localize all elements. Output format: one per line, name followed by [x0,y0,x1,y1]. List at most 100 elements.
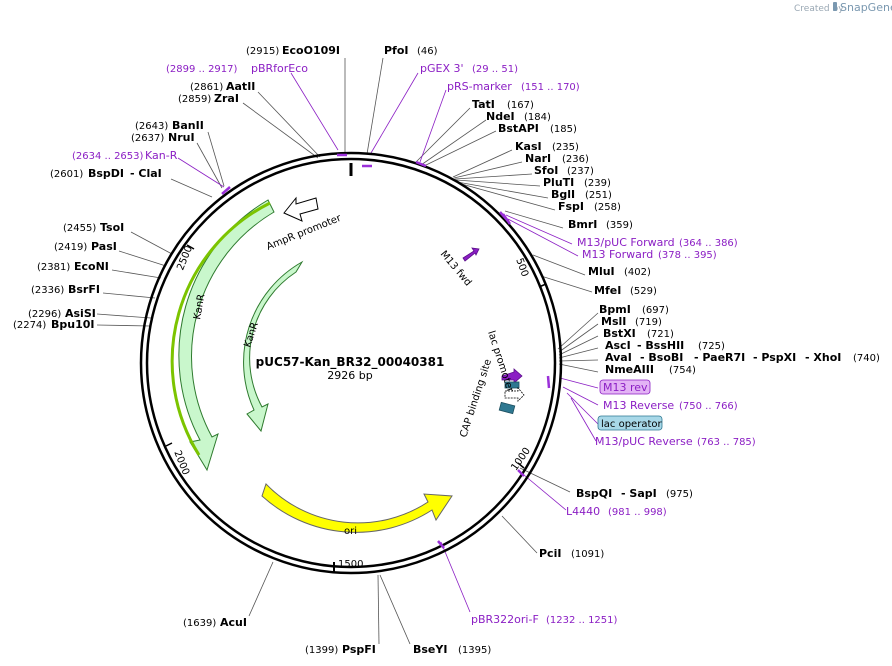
svg-text:BglI: BglI [551,188,575,201]
svg-text:M13/pUC Reverse: M13/pUC Reverse [595,435,693,448]
enzyme-bsrfi[interactable]: (2336) BsrFI [31,283,100,296]
svg-text:(2296): (2296) [28,309,61,320]
enzyme-bspqi-sapi[interactable]: BspQI - SapI (975) [576,487,693,500]
svg-text:MfeI: MfeI [594,284,621,297]
primer-pbr322ori-f[interactable]: pBR322ori-F (1232 .. 1251) [471,613,618,626]
enzyme-mlui[interactable]: MluI (402) [588,265,651,278]
enzyme-pspfi[interactable]: (1399) PspFI [305,643,376,656]
enzyme-avai-xhoi[interactable]: AvaI - BsoBI - PaeR7I - PspXI - XhoI (74… [605,351,880,364]
enzyme-pasi[interactable]: (2419) PasI [54,240,117,253]
lac-operator-badge[interactable]: lac operator [597,415,662,431]
kanr-inner-label: KanR [242,321,260,349]
primer-m13-puc-forward[interactable]: M13/pUC Forward (364 .. 386) [577,236,738,249]
enzyme-leader-lines [96,57,599,645]
svg-text:(251): (251) [585,190,612,201]
enzyme-msli[interactable]: MslI (719) [601,315,662,328]
primer-m13-rev-badge[interactable]: M13 rev [599,379,651,395]
m13-fwd-feature[interactable]: M13 fwd [438,247,480,288]
svg-text:(1395): (1395) [458,645,491,656]
primer-pbrforeco[interactable]: (2899 .. 2917) pBRforEco [166,62,308,75]
enzyme-asci-bsshii[interactable]: AscI - BssHII (725) [605,339,725,352]
svg-text:(236): (236) [562,154,589,165]
primer-pgex3[interactable]: pGEX 3' (29 .. 51) [420,62,518,75]
svg-text:(1639): (1639) [183,618,216,629]
enzyme-aatii[interactable]: (2861) AatII [190,80,255,93]
svg-text:(719): (719) [635,317,662,328]
enzyme-asisi[interactable]: (2296) AsiSI [28,307,96,320]
svg-text:PciI: PciI [539,547,561,560]
svg-text:M13 Forward: M13 Forward [582,248,653,261]
enzyme-banii[interactable]: (2643) BanII [135,119,204,132]
enzyme-ndei[interactable]: NdeI (184) [486,110,551,123]
enzyme-kasi[interactable]: KasI (235) [515,140,579,153]
svg-text:(754): (754) [669,365,696,376]
enzyme-acui[interactable]: (1639) AcuI [183,616,247,629]
kanr-outer-label: KanR [192,293,207,320]
enzyme-nmeaiii[interactable]: NmeAIII (754) [605,363,696,376]
primer-m13-reverse[interactable]: M13 Reverse (750 .. 766) [603,399,738,412]
enzyme-bpmi[interactable]: BpmI (697) [599,303,669,316]
svg-text:(2859): (2859) [178,94,211,105]
svg-text:- XhoI: - XhoI [805,351,841,364]
plasmid-length: 2926 bp [327,369,372,382]
svg-text:(364 .. 386): (364 .. 386) [679,238,738,249]
svg-text:(2899 .. 2917): (2899 .. 2917) [166,64,238,75]
svg-text:SfoI: SfoI [534,164,558,177]
svg-text:(2915): (2915) [246,46,279,57]
enzyme-pcii[interactable]: PciI (1091) [539,547,604,560]
svg-text:EcoO109I: EcoO109I [282,44,340,57]
enzyme-fspi[interactable]: FspI (258) [558,200,621,213]
enzyme-nari[interactable]: NarI (236) [525,152,589,165]
enzyme-tsoi[interactable]: (2455) TsoI [63,221,124,234]
ampr-promoter-feature[interactable]: AmpR promoter [265,196,344,253]
svg-text:(2861): (2861) [190,82,223,93]
enzyme-bgli[interactable]: BglI (251) [551,188,612,201]
svg-text:(697): (697) [642,305,669,316]
svg-text:AsiSI: AsiSI [65,307,96,320]
enzyme-sfoi[interactable]: SfoI (237) [534,164,594,177]
svg-text:ZraI: ZraI [214,92,239,105]
enzyme-bseyi[interactable]: BseYI (1395) [413,643,491,656]
svg-text:TatI: TatI [472,98,495,111]
enzyme-bpu10i[interactable]: (2274) Bpu10I [13,318,95,331]
svg-text:AvaI: AvaI [605,351,632,364]
primer-kan-r[interactable]: (2634 .. 2653) Kan-R [72,149,178,162]
svg-text:(2634 .. 2653): (2634 .. 2653) [72,151,144,162]
kanr-inner-feature[interactable]: KanR [242,260,304,433]
enzyme-mfei[interactable]: MfeI (529) [594,284,657,297]
enzyme-pfoi[interactable]: PfoI (46) [384,44,438,57]
primer-leader-lines [177,72,599,613]
svg-text:pBR322ori-F: pBR322ori-F [471,613,539,626]
primer-m13-puc-reverse[interactable]: M13/pUC Reverse (763 .. 785) [595,435,756,448]
enzyme-bspdi-clai[interactable]: (2601) BspDI - ClaI [50,167,162,180]
enzyme-pluti[interactable]: PluTI (239) [543,176,611,189]
enzyme-bstapi[interactable]: BstAPI (185) [498,122,577,135]
lac-region-features[interactable]: lac promoter CAP binding site [458,330,525,439]
kanr-outer-feature[interactable]: KanR [170,199,275,472]
primer-l4440[interactable]: L4440 (981 .. 998) [566,505,667,518]
plasmid-title: pUC57-Kan_BR32_00040381 2926 bp [256,355,445,382]
svg-text:(721): (721) [647,329,674,340]
ruler-label-2500: 2500 [175,244,195,272]
enzyme-tati[interactable]: TatI (167) [472,98,534,111]
enzyme-bstxi[interactable]: BstXI (721) [603,327,674,340]
enzyme-zrai[interactable]: (2859) ZraI [178,92,239,105]
plasmid-name: pUC57-Kan_BR32_00040381 [256,355,445,370]
svg-text:(1232 .. 1251): (1232 .. 1251) [546,615,618,626]
enzyme-econi[interactable]: (2381) EcoNI [37,260,109,273]
svg-text:M13 rev: M13 rev [603,381,648,394]
primer-bars [221,153,551,549]
ori-feature[interactable]: ori [261,483,453,537]
enzyme-nrui[interactable]: (2637) NruI [131,131,195,144]
svg-text:BpmI: BpmI [599,303,631,316]
svg-text:- BsoBI: - BsoBI [640,351,683,364]
enzyme-bmri[interactable]: BmrI (359) [568,218,633,231]
svg-text:(2381): (2381) [37,262,70,273]
enzyme-ecoo109i[interactable]: (2915) EcoO109I [246,44,340,57]
plasmid-backbone [139,151,563,575]
svg-text:M13 Reverse: M13 Reverse [603,399,674,412]
primer-prs-marker[interactable]: pRS-marker (151 .. 170) [447,80,580,93]
svg-text:BsrFI: BsrFI [68,283,100,296]
svg-text:- PspXI: - PspXI [753,351,796,364]
primer-m13-forward[interactable]: M13 Forward (378 .. 395) [582,248,717,261]
